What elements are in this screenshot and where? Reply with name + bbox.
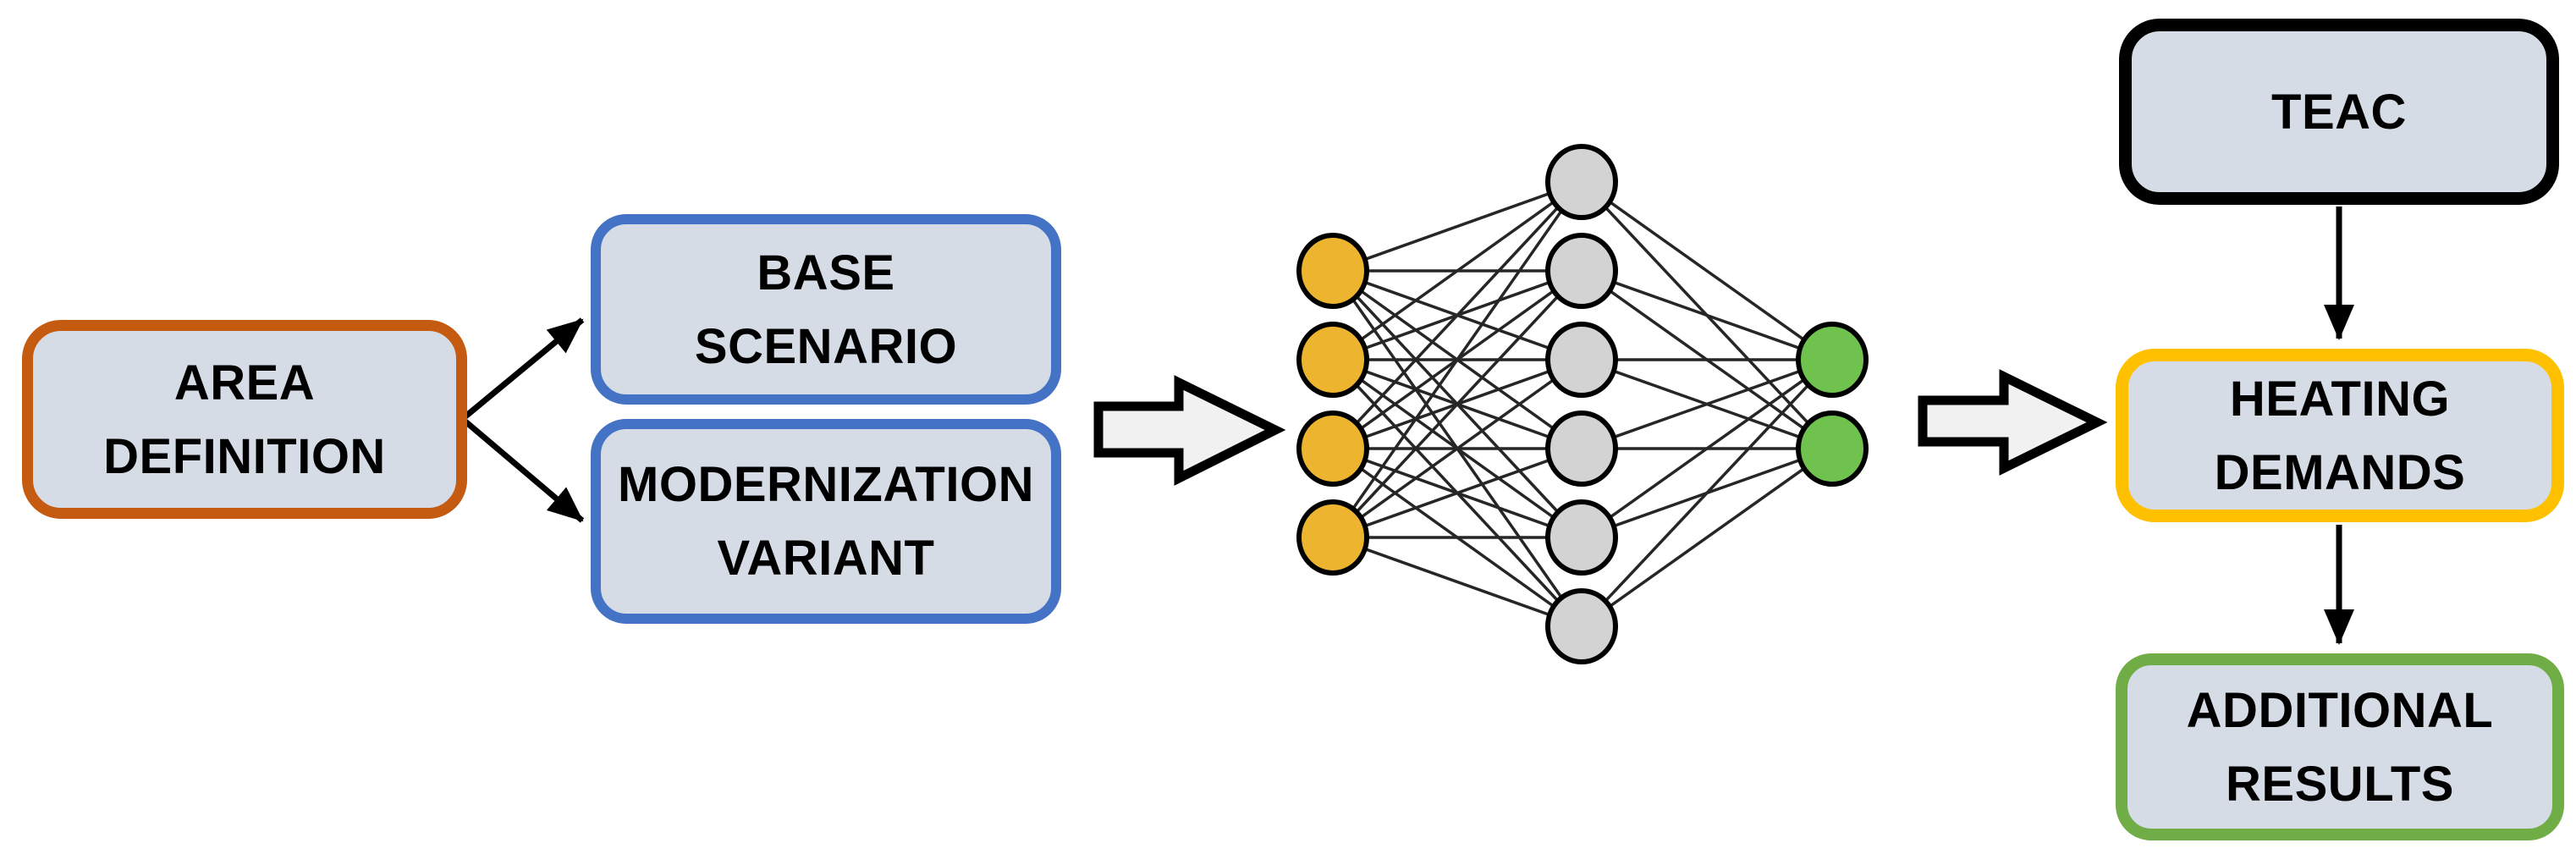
- network-hidden-node: [1545, 410, 1618, 487]
- neural-network-nodes: [1296, 144, 1869, 664]
- network-input-node: [1296, 322, 1369, 398]
- heating-demands-box: HEATING DEMANDS: [2116, 349, 2564, 522]
- network-edge-line: [1331, 180, 1583, 539]
- network-hidden-node: [1545, 499, 1618, 576]
- additional-results-label-line2: RESULTS: [2226, 756, 2454, 812]
- modernization-variant-label-line1: MODERNIZATION: [618, 457, 1034, 512]
- block-arrow-to-network-icon: [1093, 375, 1286, 486]
- base-scenario-label-line2: SCENARIO: [694, 318, 958, 374]
- area-definition-label-line2: DEFINITION: [103, 428, 386, 484]
- network-hidden-node: [1545, 233, 1618, 309]
- teac-label: TEAC: [2271, 84, 2407, 140]
- network-edge-line: [1331, 358, 1583, 539]
- network-output-node: [1796, 410, 1869, 487]
- modernization-variant-label-line2: VARIANT: [717, 531, 935, 586]
- network-hidden-node: [1545, 588, 1618, 664]
- network-edge-line: [1580, 358, 1834, 539]
- modernization-variant-box: MODERNIZATION VARIANT: [591, 419, 1061, 624]
- network-edge-line: [1332, 536, 1582, 628]
- neural-network-edges: [1331, 180, 1834, 628]
- network-edge-line: [1580, 180, 1834, 361]
- network-output-node: [1796, 322, 1869, 398]
- network-edge-line: [1580, 447, 1834, 628]
- base-scenario-label-line1: BASE: [757, 245, 895, 300]
- network-edge-line: [1332, 447, 1582, 539]
- network-edge-line: [1331, 180, 1583, 361]
- network-edge-line: [1581, 269, 1833, 361]
- network-input-node: [1296, 410, 1369, 487]
- connector-area-to-modernization-arrow-icon: [463, 419, 585, 523]
- heating-demands-label-line2: DEMANDS: [2214, 444, 2466, 500]
- network-edge-line: [1580, 358, 1834, 628]
- network-hidden-node: [1545, 322, 1618, 398]
- heating-demands-label-line1: HEATING: [2229, 371, 2451, 427]
- base-scenario-box: BASE SCENARIO: [591, 214, 1061, 405]
- area-definition-box: AREA DEFINITION: [22, 320, 467, 519]
- network-edge-line: [1581, 358, 1833, 450]
- connector-area-to-base-arrow-icon: [463, 317, 585, 419]
- block-arrow-to-heating-icon: [1918, 369, 2108, 476]
- teac-box: TEAC: [2119, 19, 2559, 205]
- network-hidden-node: [1545, 144, 1618, 220]
- additional-results-label-line1: ADDITIONAL: [2186, 682, 2494, 738]
- network-edge-line: [1331, 269, 1583, 539]
- additional-results-box: ADDITIONAL RESULTS: [2116, 653, 2564, 840]
- network-input-node: [1296, 499, 1369, 576]
- network-edge-line: [1331, 180, 1583, 450]
- network-edge-line: [1332, 180, 1582, 273]
- network-input-node: [1296, 233, 1369, 309]
- area-definition-label-line1: AREA: [173, 355, 316, 410]
